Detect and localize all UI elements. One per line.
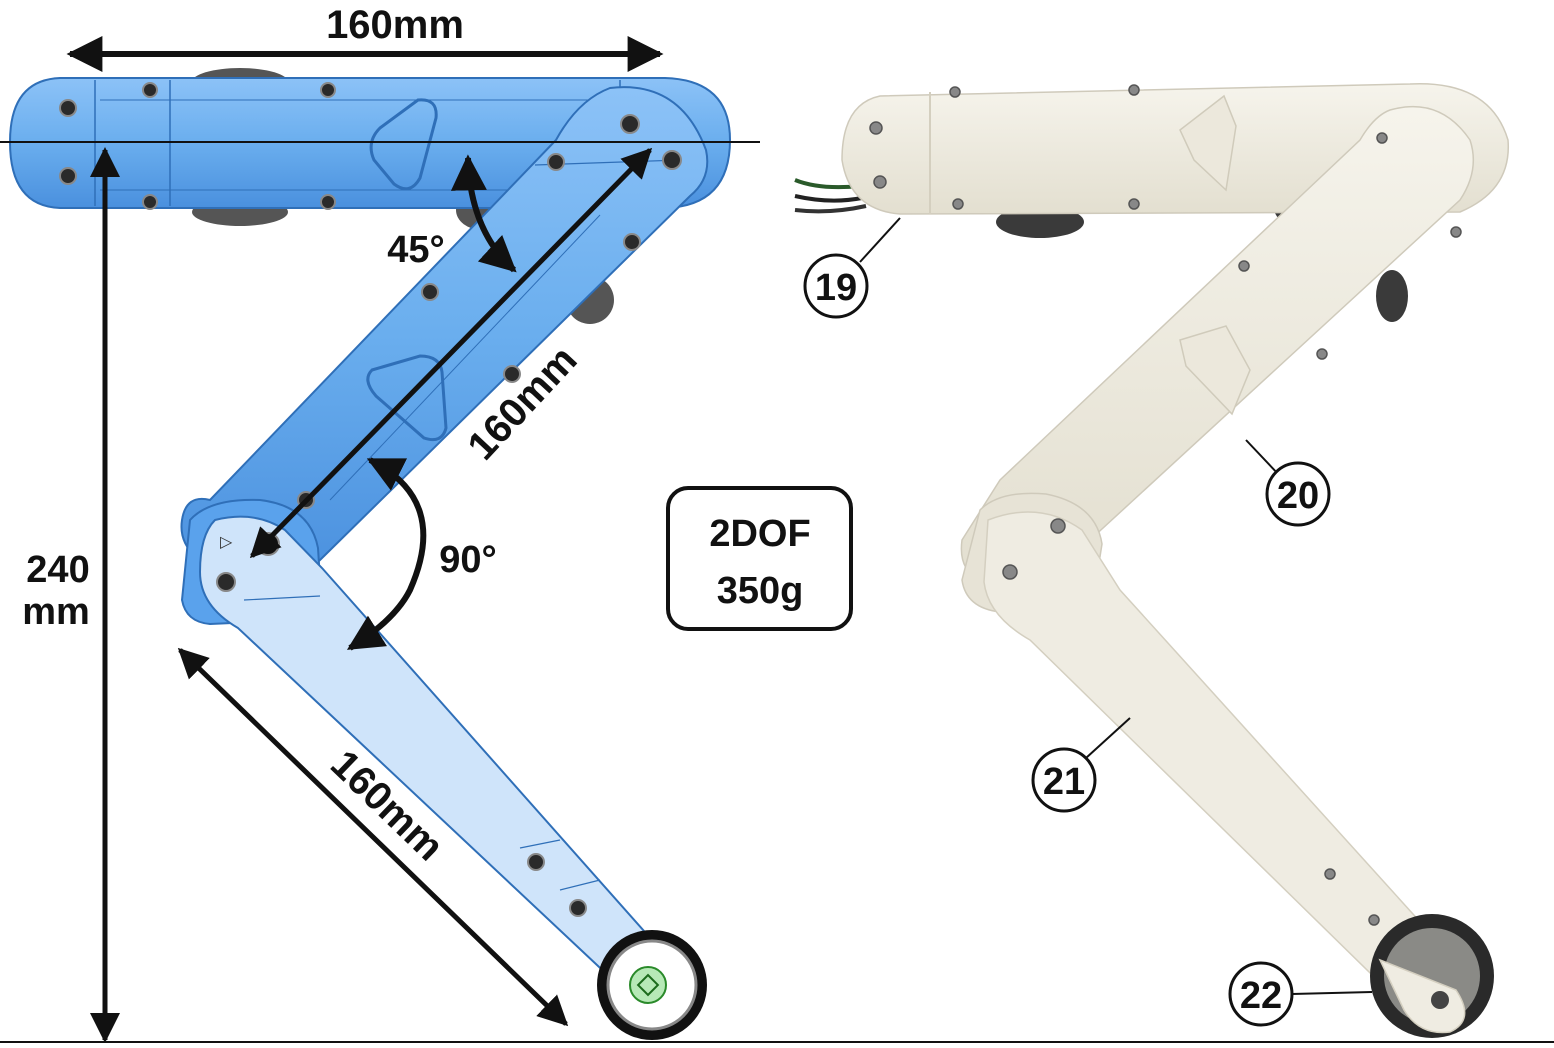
hip-angle-arc [450, 154, 517, 273]
callout-22-circle [1228, 961, 1294, 1027]
photo-leg [794, 83, 1509, 1038]
dimension-lines [0, 36, 1554, 1043]
callouts: 19 20 21 22 [803, 217, 1373, 1027]
height-value-label: 240 [26, 549, 89, 591]
photo-screws [869, 84, 1462, 926]
knee-angle-arc [346, 457, 427, 651]
shank-length-arrow [177, 647, 569, 1027]
cad-shank-body [198, 515, 683, 1008]
callout-21-circle [1031, 747, 1097, 813]
callout-22: 22 [1240, 975, 1282, 1017]
callout-21: 21 [1043, 761, 1085, 803]
cad-foot-hub [629, 966, 667, 1004]
cad-leg: ▷ [8, 68, 732, 1040]
svg-text:▷: ▷ [220, 532, 233, 551]
callout-19: 19 [815, 267, 857, 309]
hip-angle-label: 45° [387, 229, 444, 271]
spec-box: 2DOF 350g [666, 486, 853, 631]
spec-dof-label: 2DOF [709, 513, 810, 555]
callout-20: 20 [1277, 475, 1319, 517]
spec-mass-label: 350g [717, 570, 804, 612]
callout-19-circle [803, 253, 869, 319]
height-unit-label: mm [22, 591, 90, 633]
callout-20-circle [1265, 461, 1331, 527]
knee-angle-label: 90° [439, 539, 496, 581]
top-length-label: 160mm [326, 3, 464, 47]
thigh-length-arrow [249, 147, 653, 559]
